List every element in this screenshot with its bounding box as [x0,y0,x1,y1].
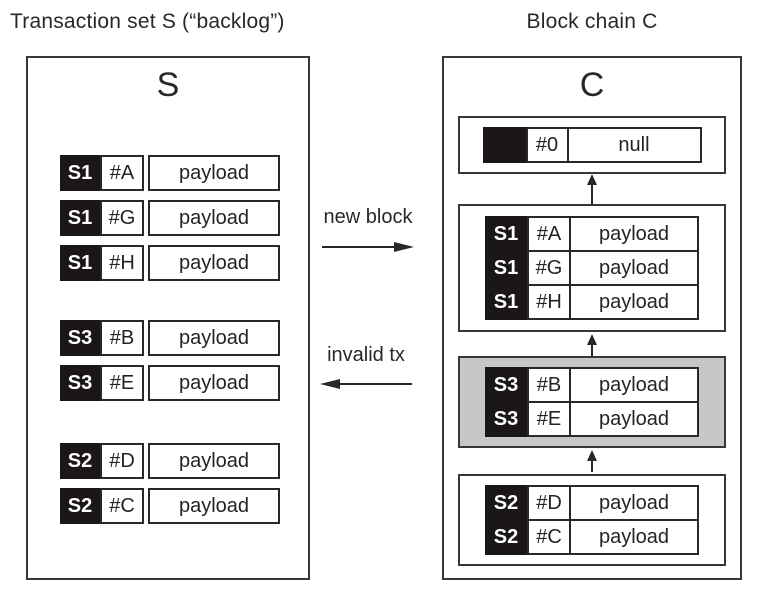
tx-id-cell: #C [527,519,571,555]
owner-badge: S3 [485,367,527,403]
right-box-label: C [579,66,605,104]
transaction-row: S1 #G payload [60,200,280,236]
owner-badge: S1 [60,200,100,236]
chain-link-arrow-up-icon [587,174,597,204]
payload-cell: payload [148,155,280,191]
transaction-set-box: S S1 #A payload S1 #G payload S1 #H payl… [26,56,310,580]
payload-cell: payload [148,365,280,401]
tx-id-cell: #B [100,320,144,356]
block-s3-invalid: S3 #B payload S3 #E payload [458,356,726,448]
payload-cell: payload [148,320,280,356]
payload-cell: payload [148,488,280,524]
owner-badge: S3 [485,401,527,437]
owner-badge: S1 [60,155,100,191]
genesis-block: #0 null [458,116,726,174]
right-panel-title: Block chain C [526,10,658,33]
payload-cell: payload [569,485,699,521]
tx-id-cell: #E [100,365,144,401]
tx-id-cell: #E [527,401,571,437]
owner-badge: S1 [60,245,100,281]
left-panel-title: Transaction set S (“backlog”) [10,10,285,33]
owner-badge: S2 [60,443,100,479]
payload-cell: payload [569,284,699,320]
tx-id-cell: #G [527,250,571,286]
payload-cell: payload [569,519,699,555]
owner-badge: S1 [485,216,527,252]
left-box-label: S [156,66,180,104]
owner-badge: S2 [485,485,527,521]
payload-cell: payload [569,250,699,286]
owner-badge: S3 [60,365,100,401]
transaction-row: S1 #A payload [60,155,280,191]
payload-cell: payload [148,200,280,236]
tx-id-cell: #H [527,284,571,320]
transaction-row: S1 #H payload [60,245,280,281]
block-s1: S1 #A payload S1 #G payload S1 #H payloa… [458,204,726,332]
tx-id-cell: #D [100,443,144,479]
new-block-arrow-right-icon [322,242,414,252]
payload-cell: payload [148,443,280,479]
owner-badge: S2 [60,488,100,524]
payload-cell: payload [569,216,699,252]
transaction-row: S2 #C payload [60,488,280,524]
tx-id-cell: #C [100,488,144,524]
owner-badge: S3 [60,320,100,356]
owner-badge: S1 [485,284,527,320]
owner-badge: S2 [485,519,527,555]
block-s2: S2 #D payload S2 #C payload [458,474,726,566]
chain-link-arrow-up-icon [587,334,597,356]
chain-link-arrow-up-icon [587,450,597,472]
transaction-row: S2 #D payload [60,443,280,479]
tx-id-cell: #D [527,485,571,521]
tx-id-cell: #H [100,245,144,281]
tx-id-cell: #0 [525,127,569,163]
payload-cell: payload [569,367,699,403]
invalid-tx-arrow-left-icon [320,379,412,389]
owner-badge: S1 [485,250,527,286]
invalid-tx-label: invalid tx [327,344,405,366]
blockchain-box: C #0 null S1 #A payload [442,56,742,580]
tx-id-cell: #A [527,216,571,252]
payload-cell: null [566,127,702,163]
transaction-row: S3 #E payload [60,365,280,401]
transaction-row: S3 #B payload [60,320,280,356]
tx-id-cell: #B [527,367,571,403]
payload-cell: payload [148,245,280,281]
owner-badge [482,127,526,163]
tx-id-cell: #A [100,155,144,191]
tx-id-cell: #G [100,200,144,236]
new-block-label: new block [323,206,413,228]
payload-cell: payload [569,401,699,437]
